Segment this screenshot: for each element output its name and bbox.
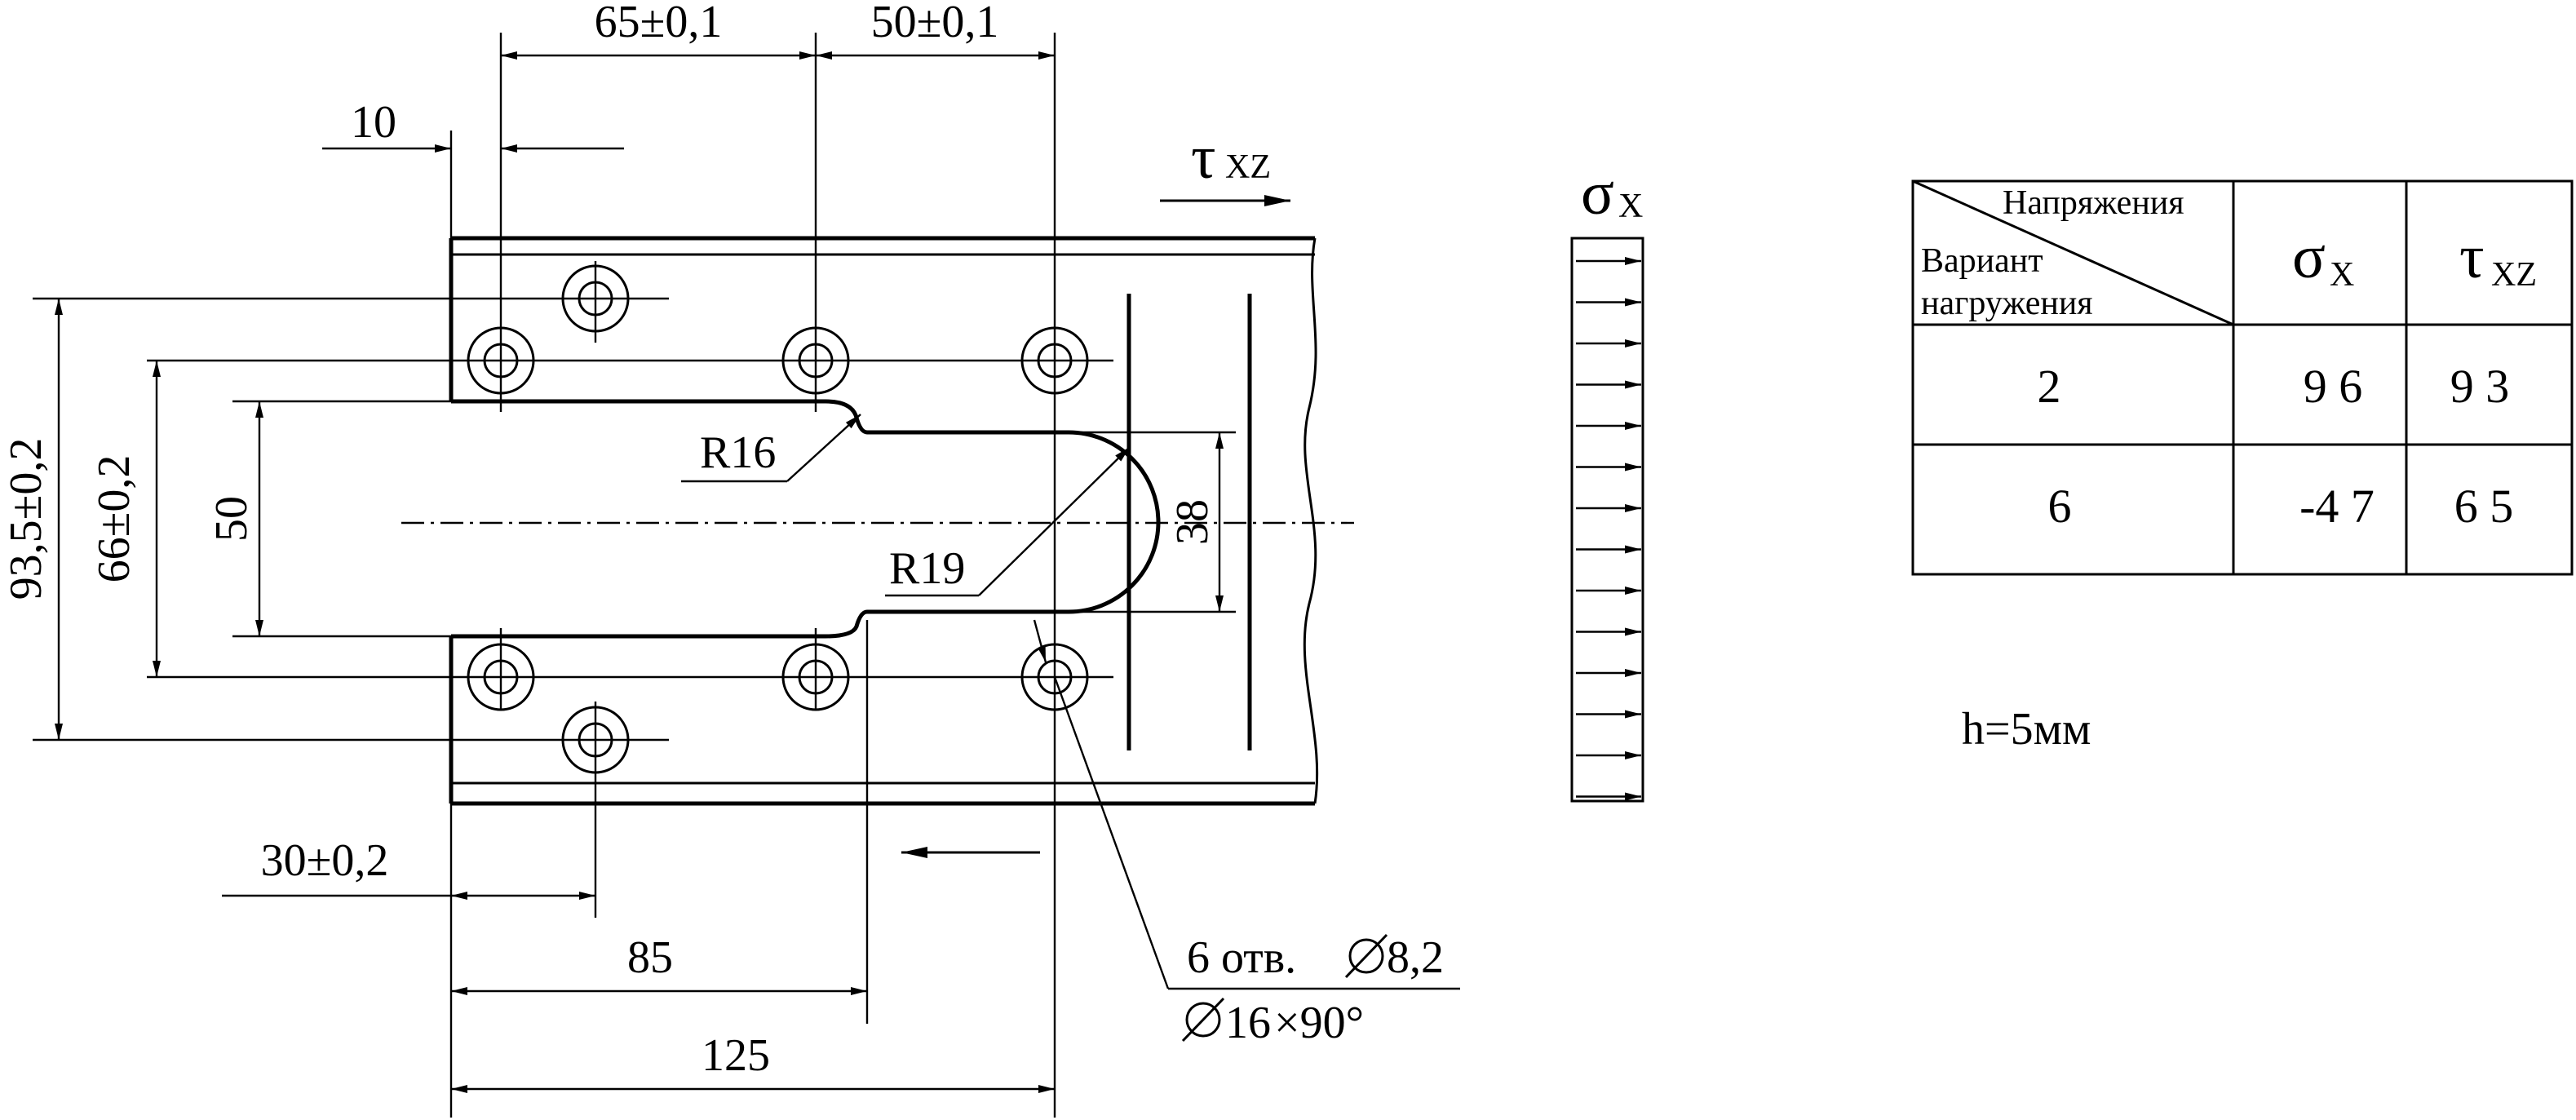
holes	[467, 264, 1089, 774]
thickness-note: h=5мм	[1962, 704, 2091, 755]
sigma-symbol: σ	[1581, 159, 1614, 228]
dim-65: 65±0,1	[595, 0, 723, 47]
dim-125: 125	[702, 1030, 770, 1081]
dim-66: 66±0,2	[89, 455, 139, 583]
table-row-tau: 9 3	[2450, 360, 2510, 413]
dim-93: 93,5±0,2	[1, 438, 51, 600]
table-header-stresses: Напряжения	[2003, 184, 2184, 222]
extension-lines	[33, 33, 1236, 1118]
table-row-variant: 2	[2038, 360, 2061, 413]
table-row-sigma: 9 6	[2304, 360, 2363, 413]
table-col-tau-sub: XZ	[2491, 256, 2537, 294]
dim-30: 30±0,2	[261, 835, 389, 886]
sigma-subscript: X	[1618, 188, 1643, 225]
shear-arrows	[901, 195, 1290, 858]
sigma-arrows	[1576, 257, 1641, 801]
hole-callout: 6 отв. 8,2 16 ×90°	[1181, 932, 1444, 1048]
tau-subscript: XZ	[1225, 148, 1271, 186]
dimension-lines	[55, 51, 1460, 1093]
table-col-sigma-sub: X	[2330, 256, 2354, 294]
dim-50-top: 50±0,1	[871, 0, 999, 47]
hole-diameter-large: 16	[1225, 998, 1271, 1048]
sigma-diagram: σ X	[1570, 159, 1644, 803]
dim-38: 38	[1167, 499, 1218, 545]
table-header-loading: нагружения	[1921, 285, 2093, 322]
hole-diameter-small: 8,2	[1387, 932, 1444, 983]
dim-50: 50	[206, 496, 257, 542]
table-header-variant: Вариант	[1921, 242, 2043, 280]
diameter-icon	[1181, 997, 1225, 1043]
radius-r19: R19	[889, 543, 965, 594]
table-row-tau: 6 5	[2454, 480, 2514, 533]
tau-symbol: τ	[1191, 123, 1216, 192]
dim-10: 10	[351, 97, 396, 148]
table-col-sigma: σ	[2292, 223, 2326, 291]
dimension-texts: 65±0,1 50±0,1 10 93,5±0,2 66±0,2 50 R16 …	[1, 0, 1218, 1081]
table-row-sigma: -4 7	[2299, 480, 2375, 533]
countersink-angle: ×90°	[1274, 998, 1364, 1048]
table-row-variant: 6	[2048, 480, 2072, 533]
radius-r16: R16	[700, 427, 776, 478]
hole-count-label: 6 отв.	[1187, 932, 1296, 983]
tau-label: τ XZ	[1191, 123, 1271, 192]
stress-table: Напряжения Вариант нагружения σ X τ XZ 2…	[1911, 179, 2574, 576]
diameter-icon	[1344, 933, 1388, 979]
table-col-tau: τ	[2459, 223, 2485, 291]
dim-85: 85	[627, 932, 673, 983]
